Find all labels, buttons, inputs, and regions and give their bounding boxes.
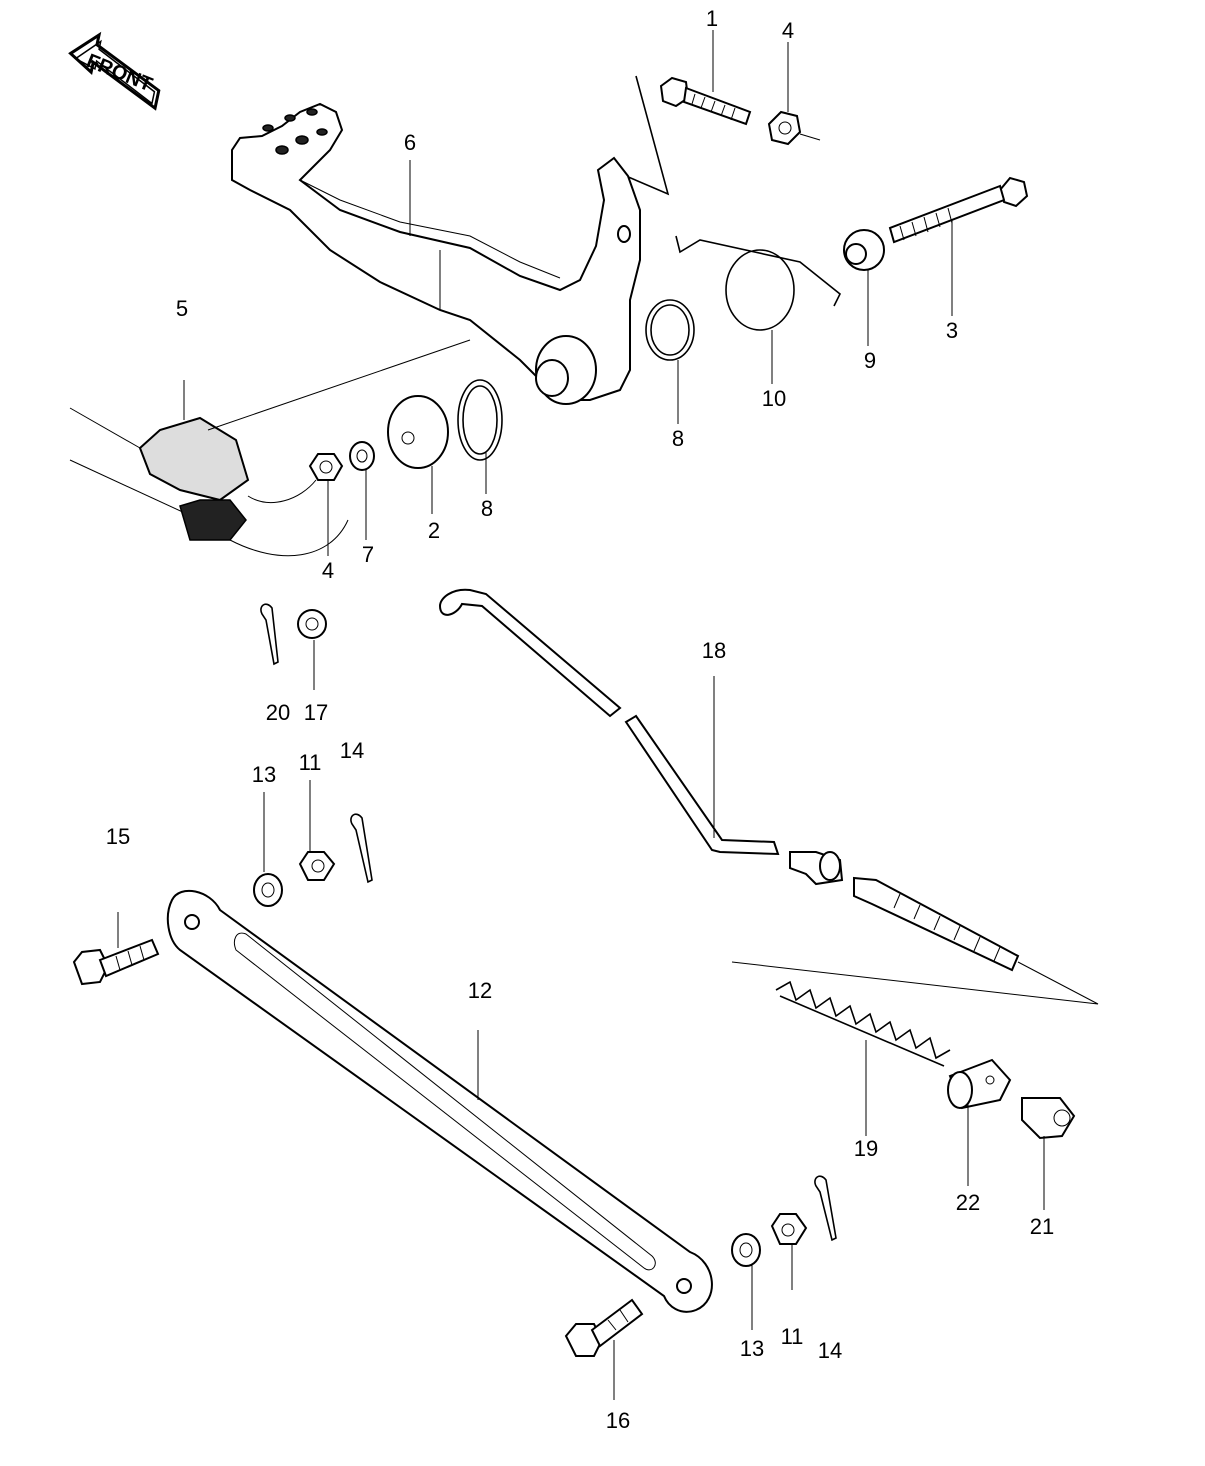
callout-21: 21	[1030, 1214, 1054, 1239]
callout-3: 3	[946, 318, 958, 343]
nut-11-lower	[770, 1213, 808, 1245]
callout-8-left: 8	[481, 496, 493, 521]
bolt-16	[564, 1298, 644, 1357]
callout-12: 12	[468, 978, 492, 1003]
callout-7: 7	[362, 542, 374, 567]
spring-10	[675, 235, 842, 331]
footrest-rubber-5	[69, 339, 471, 557]
callout-11-upper: 11	[299, 750, 322, 775]
callout-8-right: 8	[672, 426, 684, 451]
callout-2: 2	[428, 518, 440, 543]
callout-15: 15	[106, 824, 130, 849]
bolt-1	[659, 76, 752, 126]
nut-4-top	[767, 110, 802, 146]
washer-17	[297, 609, 327, 639]
callout-20: 20	[266, 700, 290, 725]
cotter-pin-14-lower	[814, 1175, 837, 1242]
collar-9	[843, 229, 885, 271]
torque-link-12	[166, 890, 713, 1313]
callout-22: 22	[956, 1190, 980, 1215]
washer-13-lower	[731, 1233, 761, 1267]
bolt-3	[888, 176, 1029, 244]
washer-8-right	[645, 299, 695, 361]
callout-17: 17	[304, 700, 328, 725]
callout-9: 9	[864, 348, 876, 373]
callout-19: 19	[854, 1136, 878, 1161]
brake-pedal-6	[231, 102, 641, 405]
spring-19	[775, 980, 951, 1067]
callout-14-lower: 14	[818, 1338, 842, 1363]
nut-21	[1021, 1097, 1076, 1140]
callout-10: 10	[762, 386, 786, 411]
brake-rod-18	[438, 588, 780, 856]
washer-8-left	[457, 379, 503, 461]
callout-14-upper: 14	[340, 738, 364, 763]
callout-4-top: 4	[782, 18, 794, 43]
callout-16: 16	[606, 1408, 630, 1433]
washer-13-upper	[253, 873, 283, 907]
washer-7	[349, 441, 375, 471]
cotter-pin-20	[260, 603, 279, 666]
front-label: FRONT	[83, 50, 155, 96]
rod-end-pivot	[789, 851, 1020, 972]
nut-4-lower	[308, 453, 344, 481]
bolt-15	[72, 938, 160, 986]
callout-11-lower: 11	[781, 1324, 804, 1349]
joint-22	[947, 1058, 1012, 1110]
front-arrow-icon: FRONT	[68, 31, 161, 111]
callout-1: 1	[706, 6, 718, 31]
callout-6: 6	[404, 130, 416, 155]
callout-13-lower: 13	[740, 1336, 764, 1361]
callout-13-upper: 13	[252, 762, 276, 787]
callout-5: 5	[176, 296, 188, 321]
callout-4-lower: 4	[322, 558, 334, 583]
nut-11-upper	[298, 851, 336, 881]
cotter-pin-14-upper	[350, 813, 373, 884]
callout-18: 18	[702, 638, 726, 663]
cap-2	[387, 395, 449, 469]
